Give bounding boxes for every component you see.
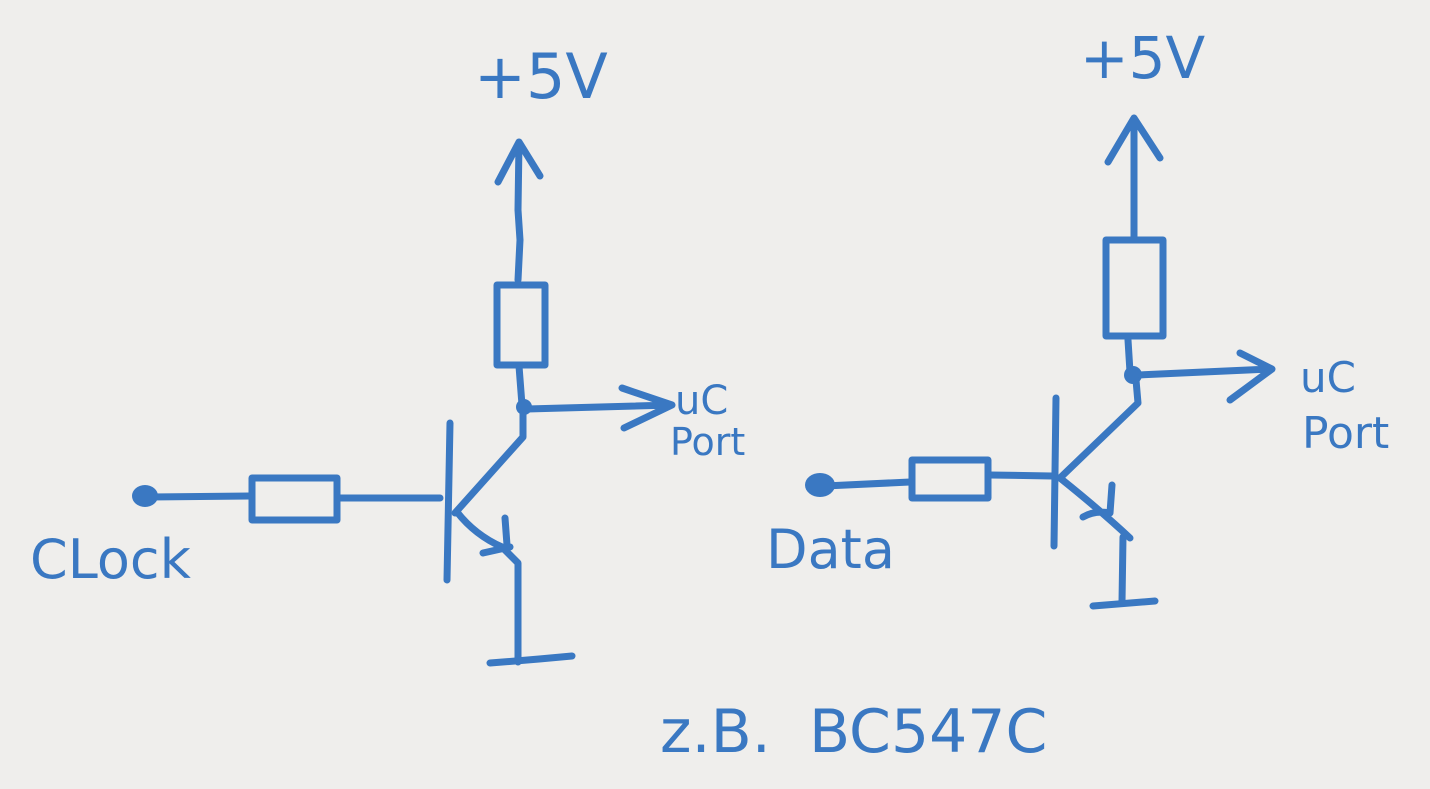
left-supply-arrow — [494, 138, 544, 284]
right-transistor-emitter — [1056, 474, 1134, 606]
left-collector-wire — [515, 362, 526, 409]
left-circuit: +5V uC Port CLock — [30, 40, 745, 667]
left-transistor-collector — [451, 406, 527, 517]
right-collector-resistor — [1102, 236, 1167, 340]
left-collector-resistor — [493, 281, 549, 369]
part-number-note: z.B. BC547C — [660, 697, 1047, 767]
left-supply-label: +5V — [474, 40, 608, 113]
left-output-arrow — [523, 384, 676, 432]
right-circuit: +5V uC Port Data — [766, 24, 1389, 610]
right-output-label-port: Port — [1302, 408, 1389, 459]
left-output-label-uc: uC — [675, 378, 728, 424]
right-input-terminal — [805, 473, 835, 497]
right-base-resistor — [908, 456, 992, 502]
left-transistor-emitter — [453, 508, 522, 666]
right-base-wire — [986, 471, 1056, 480]
right-output-label-uc: uC — [1300, 353, 1356, 402]
left-transistor-base-bar — [443, 419, 454, 584]
right-output-arrow — [1134, 349, 1276, 404]
left-output-label-port: Port — [670, 420, 745, 464]
right-supply-arrow — [1104, 114, 1164, 244]
left-input-terminal — [132, 485, 158, 507]
right-ground — [1089, 597, 1159, 610]
left-input-label: CLock — [30, 528, 192, 591]
left-base-resistor — [248, 474, 341, 524]
right-transistor-collector — [1056, 376, 1142, 482]
right-input-wire — [821, 478, 914, 490]
right-supply-label: +5V — [1080, 24, 1205, 92]
right-transistor-base-bar — [1050, 394, 1060, 550]
right-input-label: Data — [766, 518, 895, 581]
left-input-wire — [146, 492, 254, 501]
left-ground — [486, 652, 576, 667]
